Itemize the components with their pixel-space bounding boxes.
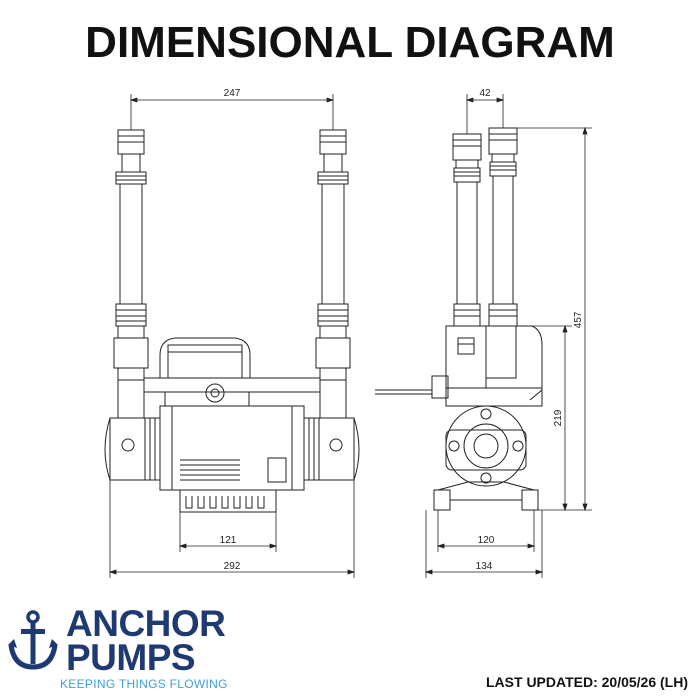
dimension-lines <box>108 94 592 578</box>
logo-line2: PUMPS <box>66 637 196 678</box>
front-view <box>104 129 360 513</box>
dim-base-width-front: 121 <box>220 535 237 546</box>
front-left-pump-head <box>104 417 161 481</box>
dim-overall-width-side: 134 <box>476 561 493 572</box>
anchor-pumps-logo: ANCHOR PUMPS KEEPING THINGS FLOWING <box>8 605 258 695</box>
front-vents <box>180 459 240 481</box>
logo-tagline: KEEPING THINGS FLOWING <box>60 677 228 691</box>
front-left-pipe <box>113 129 149 419</box>
front-right-pipe <box>315 129 351 419</box>
dim-total-height: 457 <box>573 311 584 328</box>
dim-inlet-height: 219 <box>553 409 564 426</box>
dim-overall-width-front: 292 <box>224 561 241 572</box>
side-view <box>375 127 543 511</box>
front-base <box>179 489 277 513</box>
front-right-pump-head <box>303 417 360 481</box>
last-updated: LAST UPDATED: 20/05/26 (LH) <box>486 674 688 690</box>
logo-line1: ANCHOR <box>66 603 226 644</box>
side-front-pipe <box>488 127 518 327</box>
dim-base-width-side: 120 <box>478 535 495 546</box>
side-back-pipe <box>452 133 482 327</box>
anchor-icon <box>8 610 58 670</box>
dim-top-width: 247 <box>224 88 241 99</box>
side-base <box>433 481 539 511</box>
page-title: DIMENSIONAL DIAGRAM <box>85 18 615 67</box>
dim-side-offset: 42 <box>479 88 491 99</box>
